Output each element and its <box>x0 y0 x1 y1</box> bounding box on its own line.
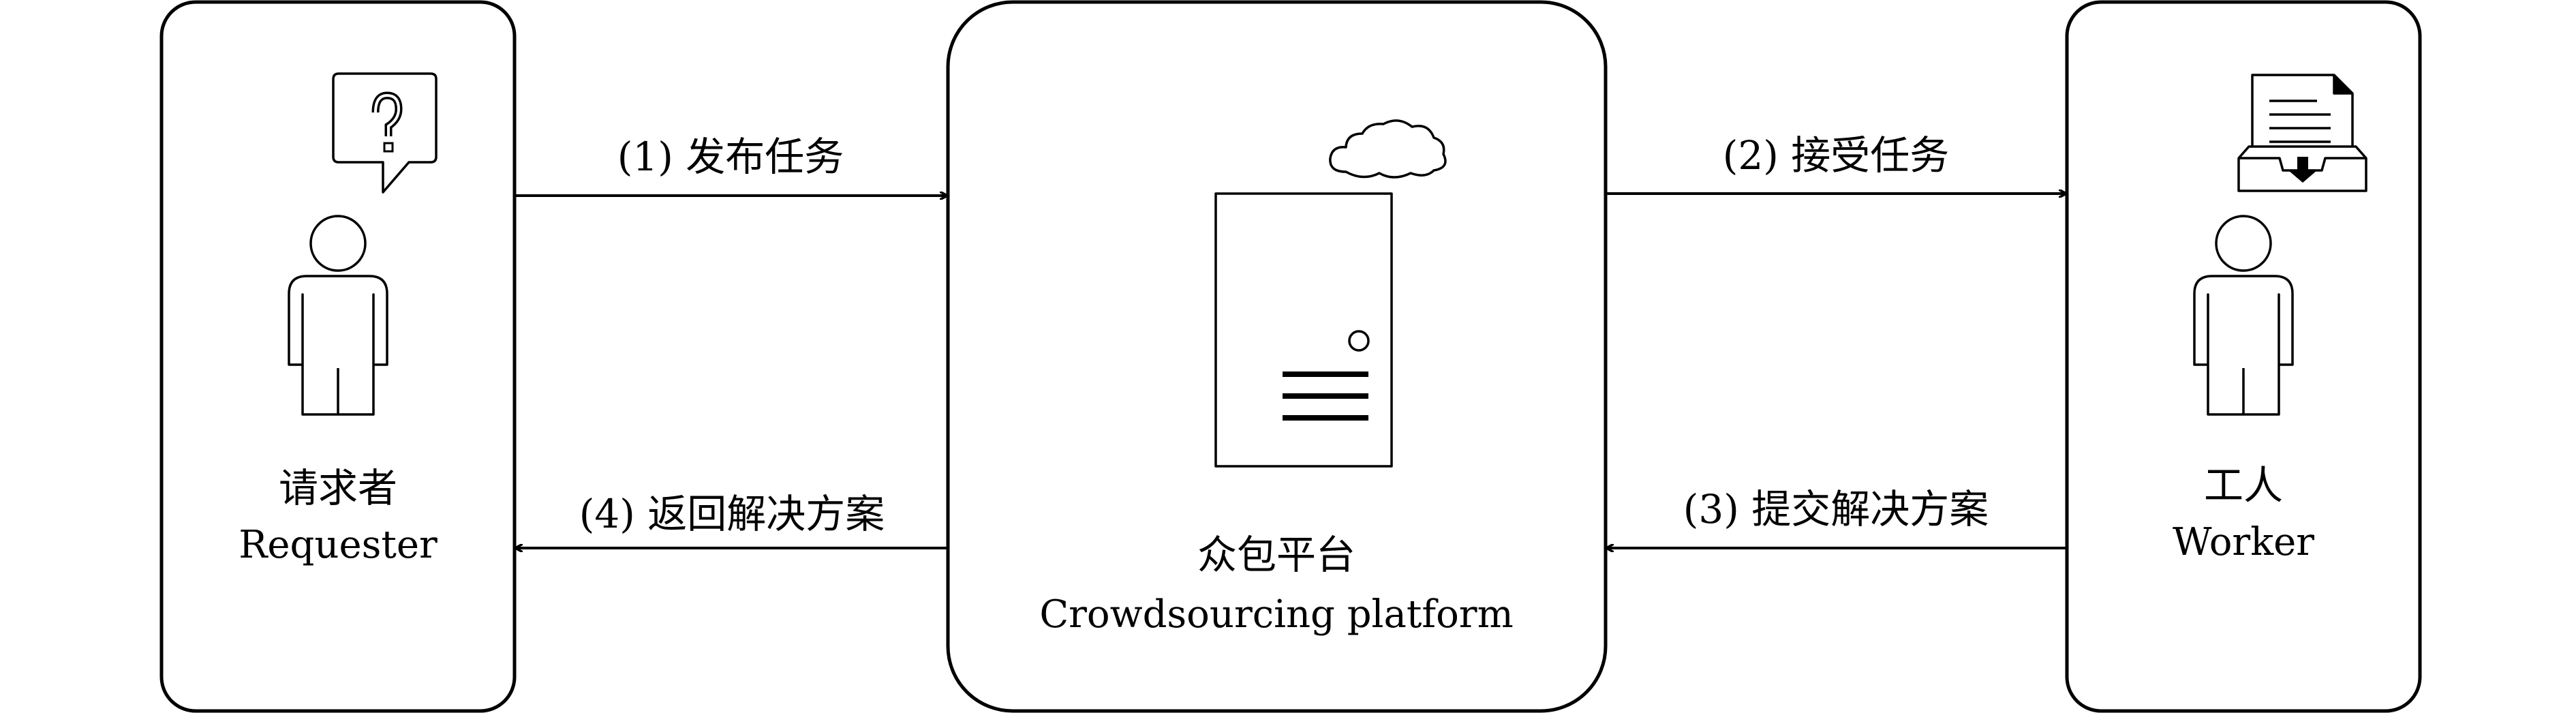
question-speech-bubble-icon <box>332 72 438 194</box>
document-inbox-icon <box>2237 74 2367 192</box>
edge-label-submit-solution: (3) 提交解决方案 <box>1683 486 1989 532</box>
server-icon <box>1214 192 1393 468</box>
edge-label-return-solution: (4) 返回解决方案 <box>579 491 885 537</box>
platform-node: 众包平台 Crowdsourcing platform <box>946 0 1608 713</box>
edge-label-accept-task: (2) 接受任务 <box>1723 132 1950 179</box>
cloud-icon <box>1329 119 1447 179</box>
worker-person-icon <box>2193 215 2294 416</box>
requester-label-en: Requester <box>239 523 438 567</box>
requester-label-cn: 请求者 <box>279 465 397 511</box>
worker-node: 工人 Worker <box>2065 0 2422 713</box>
worker-label-cn: 工人 <box>2204 462 2283 509</box>
worker-label-en: Worker <box>2173 520 2314 564</box>
edge-accept-task: (2) 接受任务 <box>1606 132 2066 194</box>
edge-publish-task: (1) 发布任务 <box>515 134 947 196</box>
platform-label-cn: 众包平台 <box>1197 532 1355 578</box>
edge-submit-solution: (3) 提交解决方案 <box>1607 486 2067 548</box>
edge-label-publish-task: (1) 发布任务 <box>617 134 844 180</box>
requester-person-icon <box>288 215 388 416</box>
edge-return-solution: (4) 返回解决方案 <box>516 491 948 548</box>
platform-label-en: Crowdsourcing platform <box>1039 592 1513 637</box>
requester-node: 请求者 Requester <box>159 0 517 713</box>
